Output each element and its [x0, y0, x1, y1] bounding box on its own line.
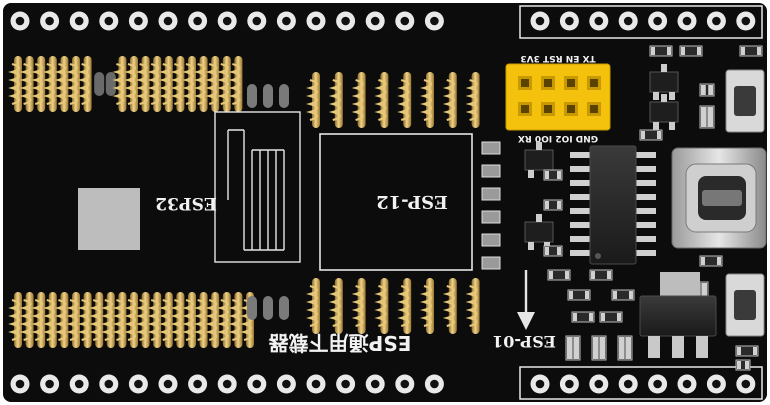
- solder-pad: [263, 296, 273, 320]
- usb-c-connector: [671, 147, 767, 249]
- esp12-side-pads: [481, 141, 501, 270]
- solder-pad: [247, 84, 257, 108]
- sot23-package: [524, 221, 554, 243]
- smd-component: [571, 311, 595, 323]
- chip-pin: [634, 222, 656, 228]
- chip-pin: [570, 250, 592, 256]
- sot23-package: [524, 149, 554, 171]
- esp32-ground-pad: [78, 188, 140, 250]
- esp01-socket: TX EN RST 3V3 GND IO2 IO0 RX: [505, 53, 611, 143]
- solder-pad: [263, 84, 273, 108]
- bottom-header-holes-left: [10, 374, 444, 394]
- side-pad: [481, 164, 501, 178]
- top-right-header-outline: [519, 5, 763, 39]
- esp01-socket-holes: [518, 76, 601, 116]
- chip-pin: [634, 152, 656, 158]
- side-pad: [481, 256, 501, 270]
- solder-pad: [94, 72, 105, 96]
- smd-component: [547, 269, 571, 281]
- smd-component: [543, 169, 563, 181]
- solder-pad: [247, 296, 257, 320]
- chip-pin: [570, 208, 592, 214]
- solder-pad: [279, 296, 289, 320]
- smd-component: [567, 289, 591, 301]
- smd-component: [649, 45, 673, 57]
- bottom-right-header-outline: [519, 366, 763, 400]
- esp01-header-top-label: TX EN RST 3V3: [520, 53, 595, 63]
- smd-component: [735, 345, 759, 357]
- solder-pad: [105, 72, 116, 96]
- side-pad: [481, 187, 501, 201]
- usb-serial-chip: [570, 145, 656, 265]
- smd-component: [679, 45, 703, 57]
- chip-pin: [570, 152, 592, 158]
- chip-pin: [634, 250, 656, 256]
- chip-pin: [634, 180, 656, 186]
- top-header-holes-left: [10, 11, 444, 31]
- side-pad: [481, 233, 501, 247]
- chip-pin: [570, 166, 592, 172]
- chip-pin: [634, 236, 656, 242]
- esp32-label: ESP32: [155, 193, 217, 213]
- side-pad: [481, 141, 501, 155]
- chip-pin: [634, 208, 656, 214]
- smd-component: [639, 129, 663, 141]
- smd-component: [699, 255, 723, 267]
- flash-button: [725, 273, 765, 337]
- esp12-label: ESP-12: [376, 191, 448, 212]
- side-pad: [481, 210, 501, 224]
- esp32-pogo-pins-bottom: [7, 292, 289, 348]
- esp01-arrow: [517, 270, 535, 330]
- smd-component: [599, 311, 623, 323]
- top-header-holes-right: [530, 11, 756, 31]
- bottom-header-holes-right: [530, 374, 756, 394]
- chip-pin: [570, 180, 592, 186]
- solder-pad: [279, 84, 289, 108]
- esp12-pogo-pins-bottom: [305, 278, 480, 334]
- chip-pin: [570, 222, 592, 228]
- chip-pin: [570, 194, 592, 200]
- chip-pin: [570, 236, 592, 242]
- esp12-footprint: ESP-12: [319, 133, 473, 271]
- board-title-label: ESP通用下载器: [268, 331, 412, 355]
- smd-component: [739, 45, 763, 57]
- smd-component: [611, 289, 635, 301]
- smd-component: [543, 199, 563, 211]
- smd-component: [589, 269, 613, 281]
- smd-component: [735, 359, 751, 371]
- chip-pin: [634, 194, 656, 200]
- esp01-label: ESP-01: [492, 332, 556, 351]
- esp32-pogo-pins-top: [7, 56, 289, 112]
- transistor-parts: [524, 64, 679, 250]
- esp12-pogo-pins-top: [305, 72, 480, 128]
- sot23-package: [649, 71, 679, 93]
- sot23-package: [649, 101, 679, 123]
- esp32-footprint: ESP32: [78, 111, 301, 263]
- reset-button: [725, 69, 765, 133]
- voltage-regulator: [639, 272, 717, 358]
- chip-pin: [634, 166, 656, 172]
- smd-component: [543, 245, 563, 257]
- esp01-header-bottom-label: GND IO2 IO0 RX: [518, 133, 598, 143]
